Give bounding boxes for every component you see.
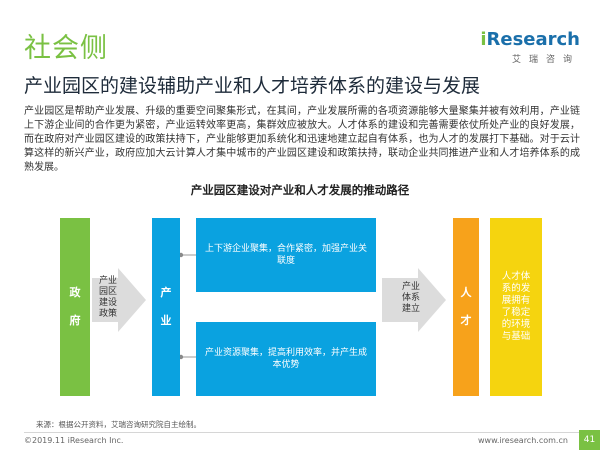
arrow1-line-4: 政策: [98, 309, 117, 319]
diagram-title: 产业园区建设对产业和人才发展的推动路径: [190, 183, 410, 197]
arrow1-line-2: 园区: [98, 287, 117, 297]
industry-char-2: 业: [160, 314, 172, 327]
industry-bar: 产 业: [152, 218, 180, 396]
logo-brand: iResearch: [480, 30, 580, 50]
talent-bar: 人 才: [453, 218, 479, 396]
talent-system-line-1: 人才体: [501, 271, 531, 282]
arrow2-line-1: 产业: [401, 282, 420, 292]
logo-brand-rest: Research: [486, 29, 581, 50]
talent-char-1: 人: [460, 286, 472, 299]
copyright: ©2019.11 iResearch Inc.: [24, 436, 124, 445]
talent-system-text: 人才体 系的发 展拥有 了稳定 的环境 与基础: [502, 271, 531, 343]
industry-char-1: 产: [160, 286, 172, 299]
logo-brand-i: i: [480, 29, 487, 50]
talent-system-line-2: 系的发: [501, 283, 531, 294]
talent-system-line-5: 的环境: [501, 319, 531, 330]
arrow2-line-2: 体系: [401, 293, 420, 303]
section-title: 社会侧: [24, 33, 108, 64]
website: www.iresearch.com.cn: [478, 436, 568, 445]
industry-cluster-box: 上下游企业聚集，合作紧密，加强产业关联度: [196, 218, 376, 292]
talent-char-2: 才: [460, 314, 472, 327]
resource-cluster-box: 产业资源聚集，提高利用效率，并产生成本优势: [196, 322, 376, 396]
arrow-gov-to-industry: [92, 268, 146, 332]
page-title: 产业园区的建设辅助产业和人才培养体系的建设与发展: [24, 75, 481, 97]
arrow2-label: 产业 体系 建立: [397, 282, 425, 315]
government-char-2: 府: [69, 314, 81, 327]
arrow1-line-1: 产业: [98, 276, 117, 286]
footer-divider: [24, 432, 580, 433]
intro-paragraph: 产业园区是帮助产业发展、升级的重要空间聚集形式，在其间，产业发展所需的各项资源能…: [24, 106, 580, 173]
talent-system-line-3: 展拥有: [501, 295, 531, 306]
government-bar: 政 府: [60, 218, 90, 396]
source-note: 来源：根据公开资料，艾瑞咨询研究院自主绘制。: [36, 420, 201, 429]
government-char-1: 政: [69, 286, 81, 299]
iresearch-logo: iResearch 艾瑞咨询: [480, 30, 580, 70]
logo-subtitle: 艾瑞咨询: [511, 55, 580, 65]
arrow2-line-3: 建立: [401, 304, 420, 314]
page-number: 41: [579, 430, 600, 450]
talent-system-line-6: 与基础: [501, 331, 531, 342]
arrow1-label: 产业 园区 建设 政策: [96, 276, 120, 320]
talent-system-line-4: 了稳定: [501, 307, 531, 318]
arrow1-line-3: 建设: [98, 298, 117, 308]
talent-system-box: 人才体 系的发 展拥有 了稳定 的环境 与基础: [490, 218, 542, 396]
arrow-industry-to-talent: [382, 268, 446, 332]
